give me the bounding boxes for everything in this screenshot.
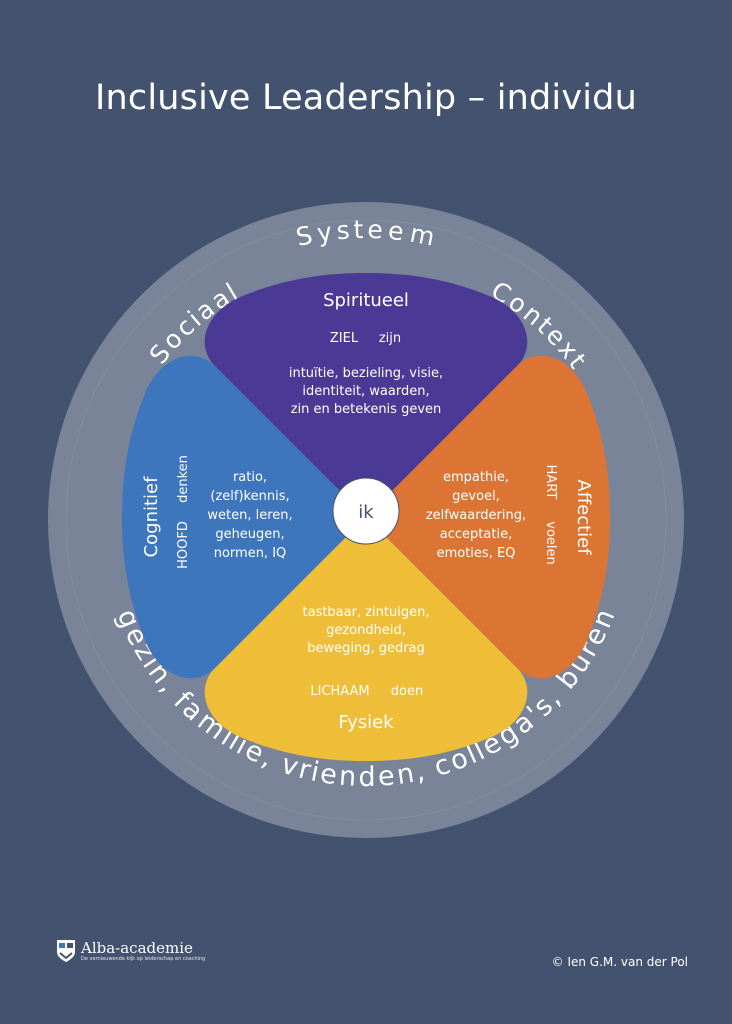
affectief-verb: voelen (543, 521, 558, 565)
center-circle (332, 477, 400, 545)
cognitief-line-2: (zelf)kennis, (210, 489, 289, 504)
affectief-line-4: acceptatie, (440, 527, 512, 542)
cognitief-line-1: ratio, (233, 470, 267, 485)
cognitief-heading: Cognitief (141, 476, 162, 558)
fysiek-line-2: gezondheid, (326, 623, 406, 638)
petal-spiritueel (204, 273, 528, 517)
alba-academie-logo: Alba-academie De vernieuwende kijk op le… (55, 938, 205, 964)
affectief-line-1: empathie, (443, 470, 509, 485)
logo-tagline: De vernieuwende kijk op leiderschap en c… (81, 955, 206, 962)
spiritueel-line-2: identiteit, waarden, (302, 384, 429, 399)
fysiek-verb: doen (391, 684, 423, 699)
cognitief-verb: denken (176, 455, 191, 503)
petal-cognitief (122, 355, 366, 679)
affectief-line-2: gevoel, (452, 489, 500, 504)
copyright: © Ien G.M. van der Pol (551, 955, 688, 969)
spiritueel-heading: Spiritueel (323, 290, 409, 311)
fysiek-line-1: tastbaar, zintuigen, (303, 605, 430, 620)
fysiek-heading: Fysiek (338, 712, 394, 733)
affectief-line-5: emoties, EQ (437, 546, 516, 561)
fysiek-line-3: beweging, gedrag (307, 641, 425, 656)
cognitief-line-5: normen, IQ (214, 546, 287, 561)
cognitief-line-3: weten, leren, (207, 508, 292, 523)
affectief-heading: Affectief (573, 479, 594, 555)
petal-fysiek (204, 517, 528, 761)
petal-affectief (366, 355, 610, 679)
inner-ring-edge (65, 219, 667, 821)
logo-name: Alba-academie (81, 938, 193, 957)
spiritueel-verb: zijn (379, 331, 401, 346)
cognitief-key: HOOFD (176, 521, 191, 569)
spiritueel-line-1: intuïtie, bezieling, visie, (289, 366, 443, 381)
affectief-line-3: zelfwaardering, (426, 508, 526, 523)
cognitief-line-4: geheugen, (215, 527, 284, 542)
spiritueel-line-3: zin en betekenis geven (291, 402, 442, 417)
spiritueel-key: ZIEL (330, 331, 359, 346)
shield-icon (57, 940, 75, 962)
page-title: Inclusive Leadership – individu (95, 78, 637, 118)
fysiek-key: LICHAAM (310, 684, 369, 699)
affectief-key: HART (543, 465, 558, 500)
center-label: ik (358, 502, 374, 523)
